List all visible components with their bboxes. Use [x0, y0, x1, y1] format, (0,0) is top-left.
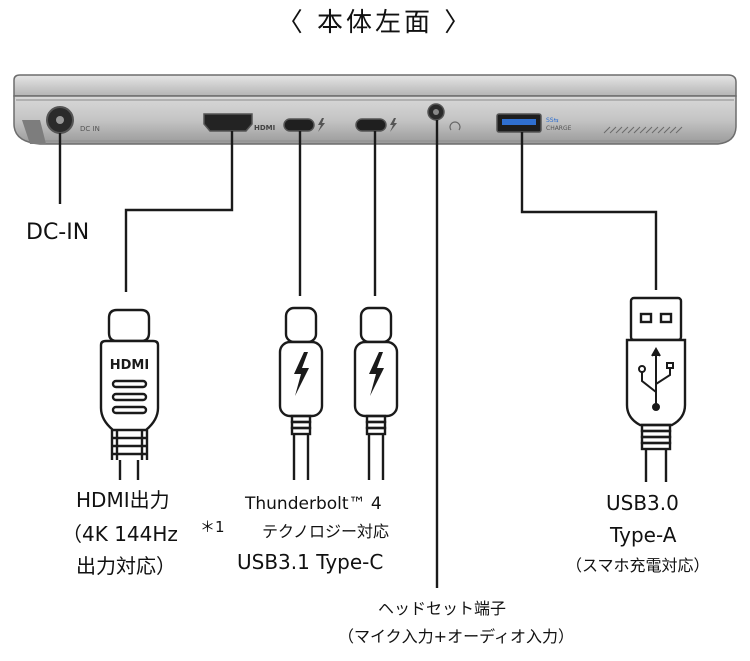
usb-a-label-line3: （スマホ充電対応） — [566, 556, 710, 575]
hdmi-plug-text: HDMI — [110, 358, 149, 373]
typec-connector-icon-2 — [353, 306, 399, 480]
laptop-lid — [13, 74, 737, 97]
headset-mark-icon — [449, 121, 461, 131]
dc-in-label: DC-IN — [26, 220, 90, 245]
thunderbolt-label-line1: Thunderbolt™ 4 — [245, 494, 382, 514]
thunderbolt-mark-2 — [390, 118, 397, 132]
usb-a-connector-icon — [625, 296, 687, 482]
typec-port-2 — [355, 118, 387, 132]
hdmi-footnote-mark: ＊1 — [200, 518, 225, 536]
hdmi-label-line1: HDMI出力 — [76, 488, 170, 512]
leader-hdmi — [124, 131, 234, 292]
vent-grille — [603, 126, 683, 134]
hdmi-connector-icon: HDMI — [99, 308, 160, 480]
hdmi-port-mark: HDMI — [254, 124, 275, 132]
thunderbolt-bolt-icon-2 — [369, 352, 384, 396]
hdmi-label-line3: 出力対応） — [76, 554, 176, 578]
usb-a-label-line1: USB3.0 — [606, 491, 679, 515]
usb-a-label-line2: Type-A — [610, 523, 677, 547]
thunderbolt-label-line3: USB3.1 Type-C — [237, 550, 384, 574]
page-title: 〈 本体左面 〉 — [276, 8, 474, 38]
usb-ss-mark: SS⇆ — [546, 117, 559, 124]
usb-trident-icon — [638, 346, 674, 411]
hdmi-port — [203, 113, 253, 132]
headset-label-line1: ヘッドセット端子 — [378, 599, 507, 618]
leader-lines — [58, 120, 658, 588]
usb-charge-mark: CHARGE — [546, 125, 572, 132]
dc-port-mark: DC IN — [80, 125, 100, 133]
hdmi-label-line2: （4K 144Hz — [62, 522, 178, 546]
thunderbolt-mark-1 — [318, 118, 325, 132]
typec-port-1 — [283, 118, 315, 132]
headset-label-line2: （マイク入力+オーディオ入力） — [338, 627, 574, 646]
thunderbolt-label-line2: テクノロジー対応 — [262, 522, 390, 541]
typec-connector-icon-1 — [278, 306, 324, 480]
thunderbolt-bolt-icon-1 — [294, 352, 309, 396]
leader-usb-a — [520, 132, 658, 290]
laptop-foot — [22, 120, 46, 144]
